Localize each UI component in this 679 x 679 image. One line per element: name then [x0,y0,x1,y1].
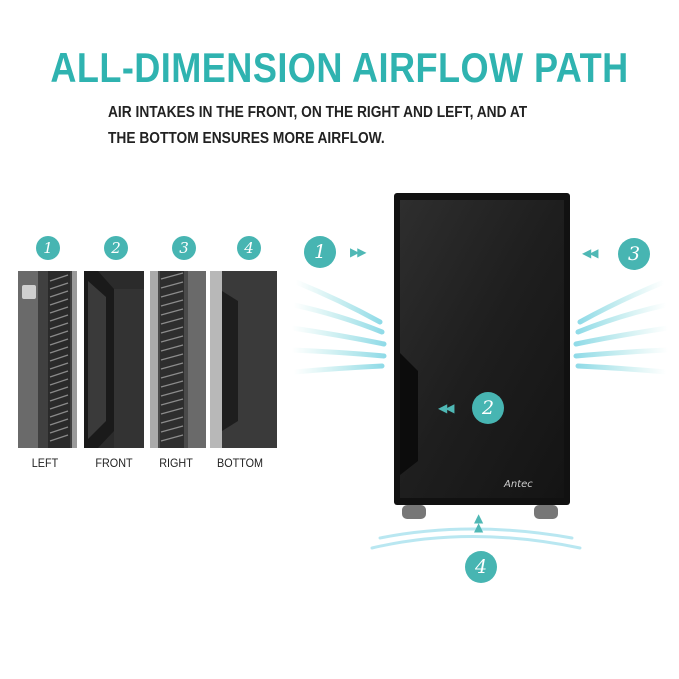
subtitle-line-1: AIR INTAKES IN THE FRONT, ON THE RIGHT A… [108,104,528,121]
arrow-left-icon: ◀◀ [582,246,599,260]
airflow-badge-front: 2 [472,392,504,424]
arrow-right-icon: ▶▶ [350,245,367,259]
pc-case-graphic [394,193,570,519]
subtitle-line-2: THE BOTTOM ENSURES MORE AIRFLOW. [108,130,385,147]
right-vents-graphic [150,271,206,448]
left-panel-image [18,271,77,448]
left-vents-graphic [18,271,77,448]
page-subtitle: AIR INTAKES IN THE FRONT, ON THE RIGHT A… [108,100,555,152]
panel-label-front: FRONT [95,456,133,470]
right-panel-image [150,271,206,448]
page-title: ALL-DIMENSION AIRFLOW PATH [50,44,629,91]
arrow-left-front-icon: ◀◀ [438,401,455,415]
pc-case: Antec [394,193,570,519]
panel-label-left: LEFT [31,456,59,470]
panel-badge-front: 2 [104,236,128,260]
panel-badge-right: 3 [172,236,196,260]
bottom-vents-graphic [210,271,277,448]
airflow-badge-right: 3 [618,238,650,270]
panel-badge-bottom: 4 [237,236,261,260]
airflow-badge-bottom: 4 [465,551,497,583]
bottom-panel-image [210,271,277,448]
panel-label-right: RIGHT [159,456,193,470]
panel-label-bottom: BOTTOM [216,456,264,470]
arrow-up-icon: ▲▲ [474,511,484,534]
panel-badge-left: 1 [36,236,60,260]
airflow-badge-left: 1 [304,236,336,268]
front-vents-graphic [84,271,144,448]
case-brand-logo: Antec [504,479,533,490]
front-panel-image [84,271,144,448]
